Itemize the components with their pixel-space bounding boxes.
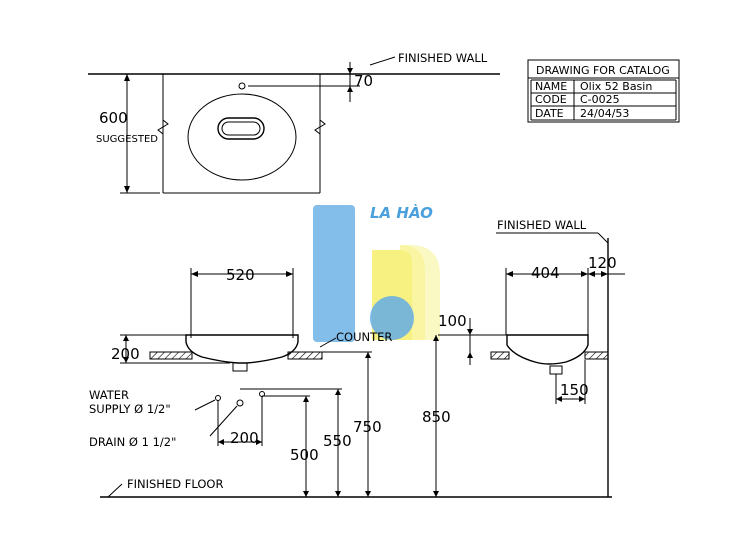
- finished-wall-label-right: FINISHED WALL: [497, 218, 587, 232]
- dim-600: 600: [99, 109, 128, 127]
- logo-text: LA HÀO: [370, 203, 433, 222]
- title-block-key-code: CODE: [535, 93, 567, 106]
- title-block-value-date: 24/04/53: [580, 107, 629, 120]
- finished-wall-label-top: FINISHED WALL: [398, 51, 488, 65]
- dim-120: 120: [588, 254, 617, 272]
- dim-520: 520: [226, 266, 255, 284]
- drain-slot: [217, 117, 265, 140]
- title-block-key-name: NAME: [535, 80, 567, 93]
- title-block: DRAWING FOR CATALOG NAME Olix 52 Basin C…: [527, 59, 680, 123]
- title-block-value-name: Olix 52 Basin: [580, 80, 652, 93]
- dim-750: 750: [353, 418, 382, 436]
- dim-100: 100: [438, 312, 467, 330]
- dim-550: 550: [323, 432, 352, 450]
- finished-floor: FINISHED FLOOR: [100, 477, 612, 498]
- tap-hole: [238, 82, 246, 90]
- water-supply-label-1: WATER: [89, 388, 129, 402]
- title-block-value-code: C-0025: [580, 93, 620, 106]
- dim-70: 70: [354, 72, 373, 90]
- side-elevation: FINISHED WALL 404 120 100 850: [422, 218, 625, 497]
- dim-500: 500: [290, 446, 319, 464]
- drain-outlet: [236, 399, 244, 407]
- suggested-label: SUGGESTED: [96, 134, 158, 145]
- front-elevation: 520 200 COUNTER WATER SUPPLY Ø 1/2" DRAI…: [89, 266, 392, 497]
- counter-label: COUNTER: [336, 330, 392, 344]
- basin-body-side: [506, 334, 589, 365]
- dim-404: 404: [531, 264, 560, 282]
- dim-200-offset: 200: [230, 429, 259, 447]
- dim-150: 150: [560, 381, 589, 399]
- finished-floor-label: FINISHED FLOOR: [127, 477, 223, 491]
- basin-outline-plan: [187, 93, 297, 181]
- title-block-heading: DRAWING FOR CATALOG: [536, 64, 670, 77]
- water-supply-label-2: SUPPLY Ø 1/2": [89, 402, 171, 416]
- drain-label: DRAIN Ø 1 1/2": [89, 435, 176, 449]
- watermark-logo: LA HÀO: [313, 203, 440, 342]
- basin-body-front: [185, 334, 299, 364]
- title-block-key-date: DATE: [535, 107, 564, 120]
- dim-200-height: 200: [111, 345, 140, 363]
- plan-view: FINISHED WALL 70 600 SUGGESTED: [88, 51, 500, 194]
- dim-850: 850: [422, 408, 451, 426]
